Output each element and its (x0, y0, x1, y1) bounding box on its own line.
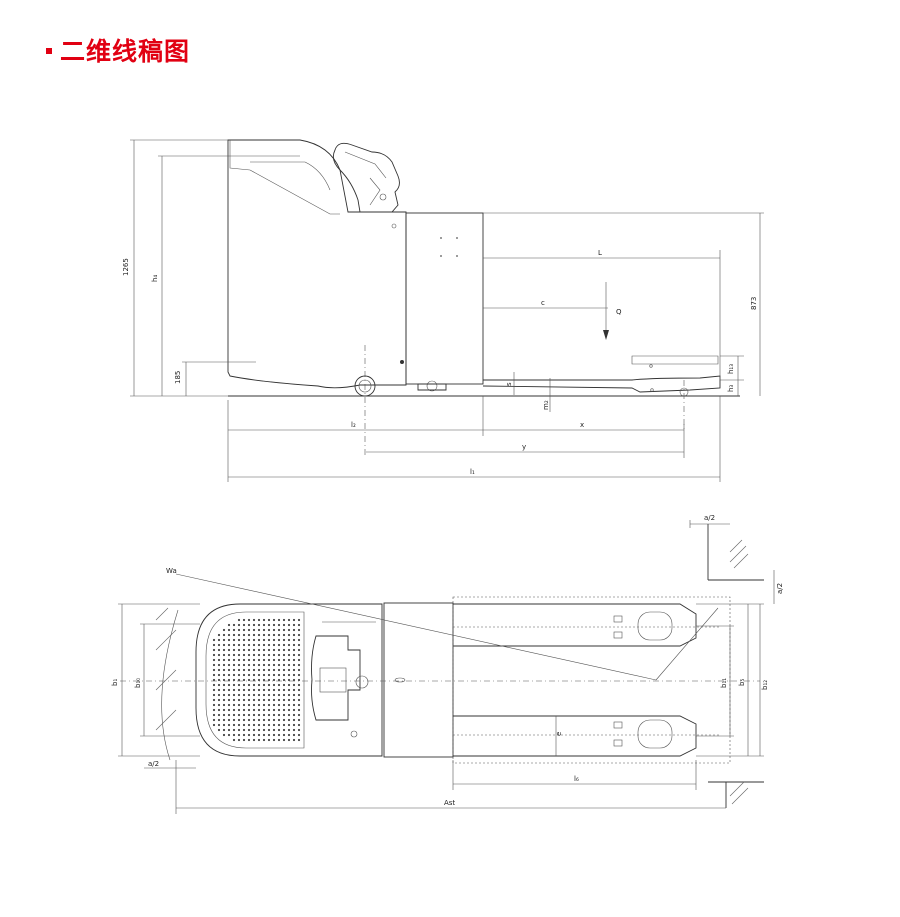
dim-Wa: Wa (166, 567, 177, 575)
page-title: 二维线稿图 (60, 37, 191, 66)
dim-s: s (505, 382, 513, 386)
dim-h13: h₁₃ (727, 364, 735, 374)
load-Q: Q (616, 308, 622, 316)
dim-l2: l₂ (351, 421, 356, 429)
side-view: 1265 h₄ 185 L c Q s h₁₃ m₂ h₃ 873 l₂ x y… (122, 139, 764, 482)
tiller-handle (332, 142, 400, 213)
wall-marks (155, 524, 764, 808)
truck-body-outline (227, 139, 407, 389)
dim-L: L (598, 249, 602, 257)
battery-top (383, 602, 454, 758)
dim-e: e (555, 732, 563, 736)
dim-b12: b₁₂ (761, 680, 769, 690)
section-title: 二维线稿图 (46, 34, 190, 66)
fork-side (482, 375, 721, 393)
dim-b1: b₁ (111, 679, 119, 686)
dim-right-height: 873 (750, 297, 758, 310)
dim-c: c (541, 299, 545, 307)
chassis-top-outline (195, 603, 383, 757)
dim-overall-height: 1265 (122, 258, 130, 276)
dim-a-half-right: a/2 (776, 583, 784, 594)
dim-l6: l₆ (574, 775, 579, 783)
dim-a-half-top: a/2 (704, 514, 715, 522)
pallet-outline (452, 596, 731, 764)
top-view: Wa a/2 a/2 a/2 b₁ b₁₀ b₁₁ b₅ b₁₂ e l₆ As… (111, 514, 784, 814)
tiller-panel (229, 140, 340, 215)
dim-a-half-left: a/2 (148, 760, 159, 768)
battery-box (405, 212, 484, 385)
tiller-top (311, 621, 376, 738)
dim-base-height: 185 (174, 371, 182, 384)
dim-h3: h₃ (727, 385, 735, 392)
platform-pattern (212, 618, 301, 742)
dim-y: y (522, 443, 526, 451)
dim-Ast: Ast (444, 799, 455, 807)
stabilizer-wheel (426, 380, 438, 392)
dim-m2: m₂ (542, 400, 550, 410)
dim-b10: b₁₀ (134, 678, 142, 688)
title-bullet-icon (46, 48, 52, 54)
dim-l1: l₁ (470, 468, 475, 476)
dim-h4: h₄ (151, 275, 159, 282)
dim-b11: b₁₁ (720, 678, 728, 688)
dim-b5: b₅ (738, 679, 746, 686)
dim-x: x (580, 421, 584, 429)
